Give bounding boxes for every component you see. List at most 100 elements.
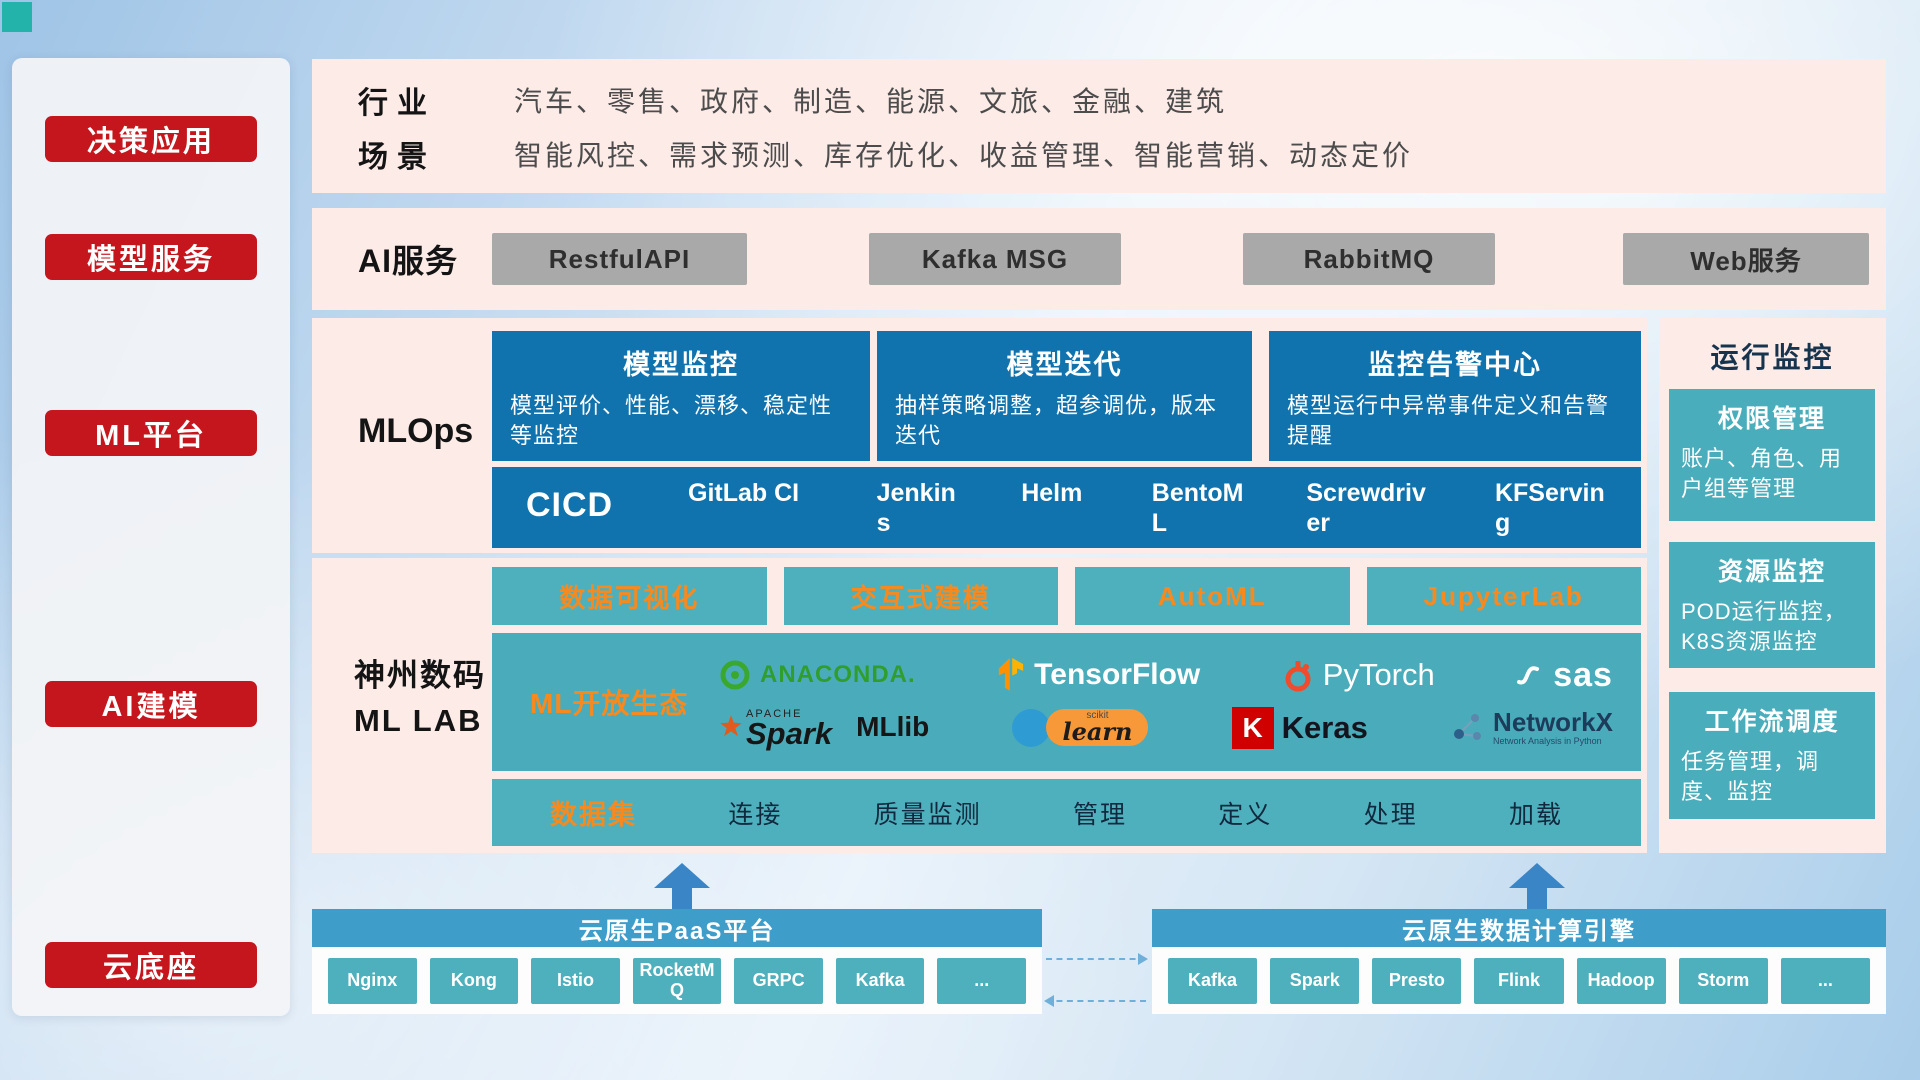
networkx-icon [1454,714,1482,741]
cicd-label: CICD [526,486,614,524]
up-arrow-right-icon [1509,863,1565,909]
dashed-arrow-left-icon [1044,995,1146,1007]
permission-management-card: 权限管理 账户、角色、用户组等管理 [1669,389,1875,521]
industry-line: 行业 汽车、零售、政府、制造、能源、文旅、金融、建筑 [358,78,1886,122]
networkx-logo: NetworkX Network Analysis in Python [1451,706,1613,747]
resource-monitoring-title: 资源监控 [1717,558,1826,586]
workflow-scheduling-desc: 任务管理，调度、监控 [1681,749,1820,805]
engine-chip-more: ... [1780,957,1870,1004]
industry-value: 汽车、零售、政府、制造、能源、文旅、金融、建筑 [514,86,1228,118]
paas-chip-nginx: Nginx [328,957,417,1004]
tool-automl: AutoML [1075,567,1350,625]
sidebar-item-ml-platform: ML平台 [45,410,257,456]
logo-row-top: ANACONDA. TensorFlow [718,656,1613,695]
engine-chip-hadoop: Hadoop [1576,957,1666,1004]
scenario-value: 智能风控、需求预测、库存优化、收益管理、智能营销、动态定价 [514,139,1414,171]
sidebar-item-decision-apps: 决策应用 [45,116,257,162]
networkx-subtitle: Network Analysis in Python [1493,736,1602,747]
data-engine-components-strip: Kafka Spark Presto Flink Hadoop Storm ..… [1152,947,1886,1014]
keras-text: Keras [1281,709,1368,745]
learn-text: learn [1062,717,1133,747]
dataset-item-connect: 连接 [728,800,783,829]
pytorch-logo: PyTorch [1281,656,1435,694]
mllab-label-line2: ML LAB [354,702,483,738]
alert-center-title: 监控告警中心 [1368,350,1542,380]
cicd-item-gitlab-ci: GitLab CI [688,479,800,507]
scikit-learn-icon [1012,708,1051,747]
spark-wordmark: APACHE Spark [746,708,833,751]
spark-text: Spark [746,715,833,751]
tool-data-visualization: 数据可视化 [492,567,767,625]
mllab-panel: 神州数码 ML LAB 数据可视化 交互式建模 AutoML JupyterLa… [312,558,1647,853]
model-iteration-title: 模型迭代 [1006,350,1123,380]
data-engine-bar: 云原生数据计算引擎 [1152,909,1886,947]
resource-monitoring-desc: POD运行监控，K8S资源监控 [1681,599,1847,655]
model-iteration-desc: 抽样策略调整，超参调优，版本迭代 [895,393,1218,448]
model-monitoring-desc: 模型评价、性能、漂移、稳定性等监控 [510,393,833,448]
paas-chip-kong: Kong [429,957,519,1004]
sidebar-item-cloud-base: 云底座 [45,942,257,988]
mlops-label: MLOps [358,412,474,450]
anaconda-text: ANACONDA. [760,661,916,688]
scenario-label: 场景 [358,140,436,174]
mllib-text: MLlib [856,711,930,743]
engine-chip-spark: Spark [1270,957,1360,1004]
dataset-item-process: 处理 [1363,800,1418,829]
paas-chip-istio: Istio [531,957,620,1004]
runtime-monitoring-title: 运行监控 [1710,342,1835,373]
scenario-line: 场景 智能风控、需求预测、库存优化、收益管理、智能营销、动态定价 [358,132,1886,176]
tensorflow-text: TensorFlow [1034,658,1201,691]
workflow-scheduling-card: 工作流调度 任务管理，调度、监控 [1669,692,1875,819]
keras-icon: K [1231,706,1274,749]
permission-management-title: 权限管理 [1717,405,1826,433]
industry-panel: 行业 汽车、零售、政府、制造、能源、文旅、金融、建筑 场景 智能风控、需求预测、… [312,59,1886,193]
sidebar-item-model-services: 模型服务 [45,234,257,280]
permission-management-desc: 账户、角色、用户组等管理 [1681,446,1843,502]
paas-chip-kafka: Kafka [835,957,925,1004]
tool-jupyterlab: JupyterLab [1366,567,1641,625]
cicd-item-kfserving: KFServing [1494,479,1605,537]
cicd-item-screwdriver: Screwdriver [1306,479,1426,537]
ml-ecosystem-label: ML开放生态 [530,688,689,719]
spark-star-icon [720,715,742,737]
engine-chip-presto: Presto [1372,957,1462,1004]
alert-center-card: 监控告警中心 模型运行中异常事件定义和告警提醒 [1269,331,1641,461]
cicd-item-helm: Helm [1021,479,1083,507]
paas-components-strip: Nginx Kong Istio RocketMQ GRPC Kafka ... [312,947,1042,1014]
engine-chip-storm: Storm [1678,957,1768,1004]
paas-chip-rocketmq: RocketMQ [632,957,722,1004]
model-monitoring-title: 模型监控 [623,350,739,380]
resource-monitoring-card: 资源监控 POD运行监控，K8S资源监控 [1669,542,1875,668]
networkx-wordmark: NetworkX Network Analysis in Python [1493,706,1613,747]
tensorflow-icon [999,658,1024,691]
networkx-text: NetworkX [1493,706,1613,737]
engine-chip-flink: Flink [1474,957,1564,1004]
tool-interactive-modeling: 交互式建模 [783,567,1058,625]
mlops-panel: MLOps 模型监控 模型评价、性能、漂移、稳定性等监控 模型迭代 抽样策略调整… [312,318,1647,553]
ml-ecosystem-box: ML开放生态 ANACONDA. TensorFlow [492,633,1641,771]
keras-logo: K Keras [1231,706,1368,749]
mllab-label: 神州数码 ML LAB [354,654,486,744]
paas-chip-more: ... [937,957,1027,1004]
spark-mllib-logo: APACHE Spark MLlib [718,708,929,748]
industry-label: 行业 [358,87,436,121]
cicd-bar: CICD GitLab CI Jenkins Helm BentoML Scre… [492,467,1641,548]
up-arrow-left-icon [654,863,710,909]
dataset-item-manage: 管理 [1072,800,1127,829]
logo-row-bottom: APACHE Spark MLlib scikit learn K [718,706,1613,749]
dataset-item-load: 加载 [1508,800,1563,829]
ai-service-label: AI服务 [358,243,459,279]
dataset-label: 数据集 [550,800,637,830]
workflow-scheduling-title: 工作流调度 [1704,708,1840,736]
dataset-item-define: 定义 [1218,800,1273,829]
corner-decoration [2,2,32,32]
runtime-monitoring-panel: 运行监控 权限管理 账户、角色、用户组等管理 资源监控 POD运行监控，K8S资… [1659,318,1886,853]
sas-icon [1517,666,1540,685]
left-sidebar: 决策应用 模型服务 ML平台 AI建模 云底座 [12,58,290,1016]
cicd-item-jenkins: Jenkins [876,479,956,537]
scikit-learn-badge: scikit learn [1046,709,1149,747]
mllab-label-line1: 神州数码 [354,658,486,693]
ai-service-panel: AI服务 RestfulAPI Kafka MSG RabbitMQ Web服务 [312,208,1886,310]
cicd-item-bentoml: BentoML [1151,479,1244,537]
